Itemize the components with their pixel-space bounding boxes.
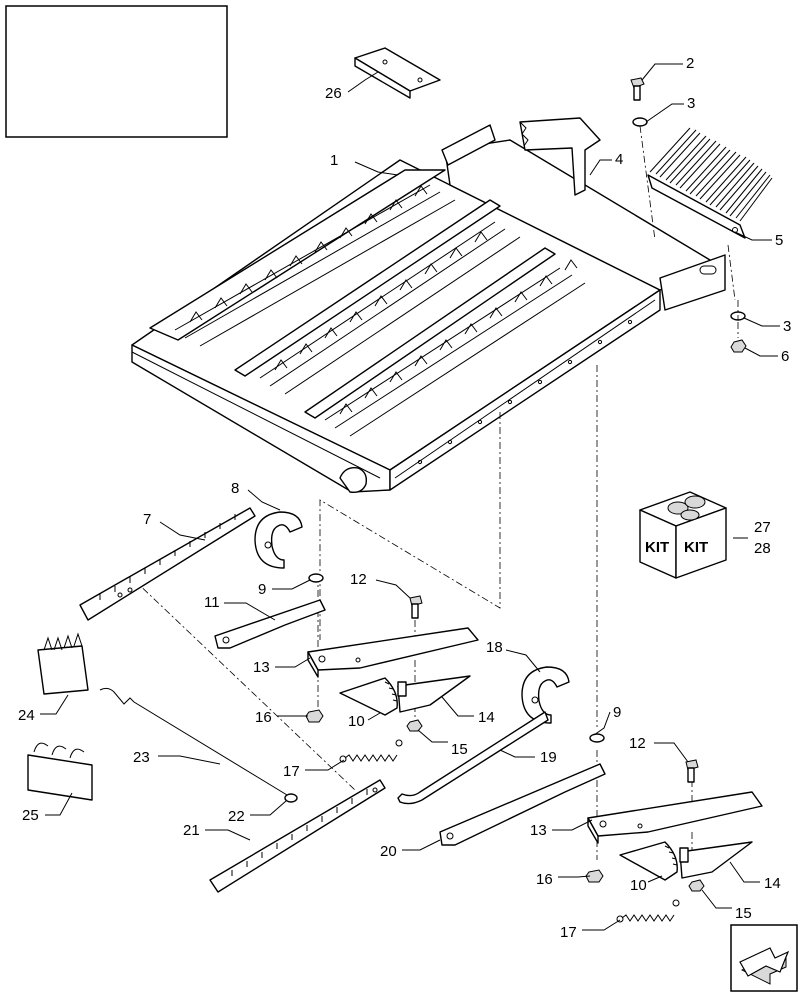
part-14-latch-bottom [679,841,753,879]
callout-15-bottom: 15 [735,905,752,922]
callout-16-top: 16 [255,709,272,726]
part-25-clip [27,742,93,801]
part-18-hook [521,666,570,724]
callout-23: 23 [133,749,150,766]
part-24-clip [37,632,89,695]
callout-5: 5 [775,232,783,249]
callout-12-bottom: 12 [629,735,646,752]
part-17-spring-top [339,739,403,763]
callout-20: 20 [380,843,397,860]
callout-24: 24 [18,707,35,724]
callout-16-bottom: 16 [536,871,553,888]
callout-28: 28 [754,540,771,557]
next-page-arrow-icon[interactable] [730,924,798,992]
callout-9-bottom: 9 [613,704,621,721]
leader-lines [40,63,780,931]
part-3-washer-top [632,117,648,127]
callout-17-top: 17 [283,763,300,780]
part-9-washer-bottom [589,733,605,743]
callout-18: 18 [486,639,503,656]
part-2-bolt [630,77,645,101]
callout-3-bottom: 3 [783,318,791,335]
callout-10-bottom: 10 [630,877,647,894]
callout-1: 1 [330,152,338,169]
callout-22: 22 [228,808,245,825]
callout-10-top: 10 [348,713,365,730]
callout-21: 21 [183,822,200,839]
kit-label-right: KIT [684,539,708,556]
part-9-washer-top [308,573,324,583]
part-22-pin [284,793,298,803]
callout-27: 27 [754,519,771,536]
callout-13-top: 13 [253,659,270,676]
callout-9-top: 9 [258,581,266,598]
callout-14-top: 14 [478,709,495,726]
part-7-rail [79,507,256,621]
part-26-plate [354,47,441,99]
callout-26: 26 [325,85,342,102]
callout-4: 4 [615,151,623,168]
part-12-bolt-bottom [685,759,699,783]
part-16-nut-top [305,709,324,723]
part-12-bolt-top [409,595,423,619]
part-13-plate-top [307,627,479,678]
part-1-sieve-tray [131,124,726,494]
part-20-lever [439,763,606,846]
part-6-nut [730,339,747,353]
callout-19: 19 [540,749,557,766]
part-14-latch-top [397,675,471,713]
part-5-comb [647,127,773,239]
part-13-plate-bottom [587,791,763,844]
part-10-sector-top [339,677,398,716]
callout-13-bottom: 13 [530,822,547,839]
part-11-lever [214,599,326,649]
callout-17-bottom: 17 [560,924,577,941]
part-21-rail [209,779,386,893]
part-10-sector-bottom [619,841,678,881]
callout-11: 11 [204,594,220,611]
callout-8: 8 [231,480,239,497]
part-23-wire [99,687,288,796]
part-19-rod [397,711,549,805]
blank-frame [5,5,228,138]
part-8-hook [254,511,303,569]
callout-labels: 1 2 3 3 4 5 6 7 8 9 9 10 10 11 12 12 13 … [18,55,791,941]
part-17-spring-bottom [616,899,680,923]
callout-12-top: 12 [350,571,367,588]
callout-7: 7 [143,511,151,528]
callout-6: 6 [781,348,789,365]
part-15-nut-bottom [688,879,705,892]
callout-2: 2 [686,55,694,72]
callout-3-top: 3 [687,95,695,112]
part-4-bracket [519,117,601,196]
callout-25: 25 [22,807,39,824]
part-15-nut-top [406,719,423,732]
kit-box: KIT KIT [639,491,727,579]
callout-15-top: 15 [451,741,468,758]
kit-label-left: KIT [645,539,669,556]
callout-14-bottom: 14 [764,875,781,892]
